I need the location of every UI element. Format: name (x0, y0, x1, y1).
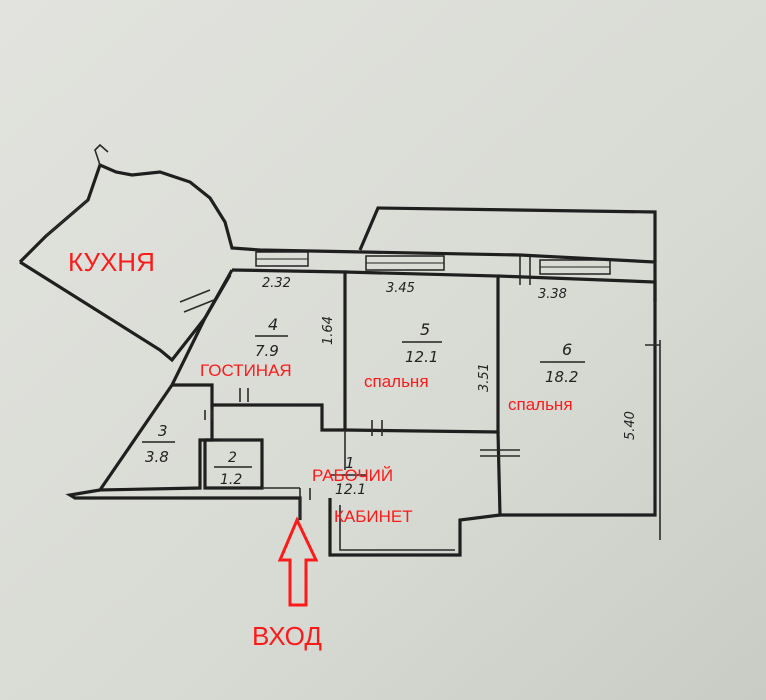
storage-room3-wall (96, 384, 214, 492)
bedroom6-wall (496, 274, 657, 517)
room-area-6: 18.2 (545, 368, 578, 386)
dimension-2-32: 2.32 (262, 276, 291, 291)
top-bulk-wall (358, 206, 657, 262)
room-area-1: 12.1 (335, 482, 366, 498)
bedroom6-balcony-edge (645, 340, 661, 540)
office-label-line1: РАБОЧИЙ (312, 466, 393, 485)
room-area-2: 1.2 (220, 472, 242, 488)
room-number-6: 6 (562, 340, 572, 359)
room-number-2: 2 (228, 450, 237, 466)
dimension-1-64: 1.64 (321, 316, 336, 345)
room-area-4: 7.9 (255, 342, 279, 360)
room-number-5: 5 (420, 320, 430, 339)
dimension-3-51: 3.51 (477, 363, 492, 392)
room-number-1: 1 (345, 454, 355, 472)
room-area-3: 3.8 (145, 448, 169, 466)
room-area-5: 12.1 (405, 348, 438, 366)
door-marks (204, 388, 520, 520)
window-living (255, 251, 309, 267)
bedroom-label-1: спальня (364, 372, 429, 391)
kitchen-door (179, 289, 215, 313)
window-bedroom5 (365, 255, 445, 271)
living-room-left-wall (170, 269, 234, 386)
bedroom5-wall (344, 270, 500, 434)
entrance-label: ВХОД (252, 621, 322, 651)
entrance-arrow (277, 516, 319, 607)
corridor-wall (262, 430, 455, 551)
room-number-4: 4 (268, 315, 278, 334)
window-bedroom6 (519, 255, 611, 285)
living-room-label: ГОСТИНАЯ (200, 361, 292, 380)
living-room-wall (172, 268, 347, 432)
kitchen-inner-wall (45, 143, 109, 237)
office-label-line2: КАБИНЕТ (334, 507, 413, 526)
bedroom-label-2: спальня (508, 395, 573, 414)
dimension-3-45: 3.45 (386, 281, 415, 296)
kitchen-label: КУХНЯ (68, 247, 155, 277)
dimension-3-38: 3.38 (538, 287, 567, 302)
dimension-5-40: 5.40 (623, 411, 638, 440)
kitchen-wall (18, 162, 657, 302)
room-number-3: 3 (158, 422, 168, 440)
